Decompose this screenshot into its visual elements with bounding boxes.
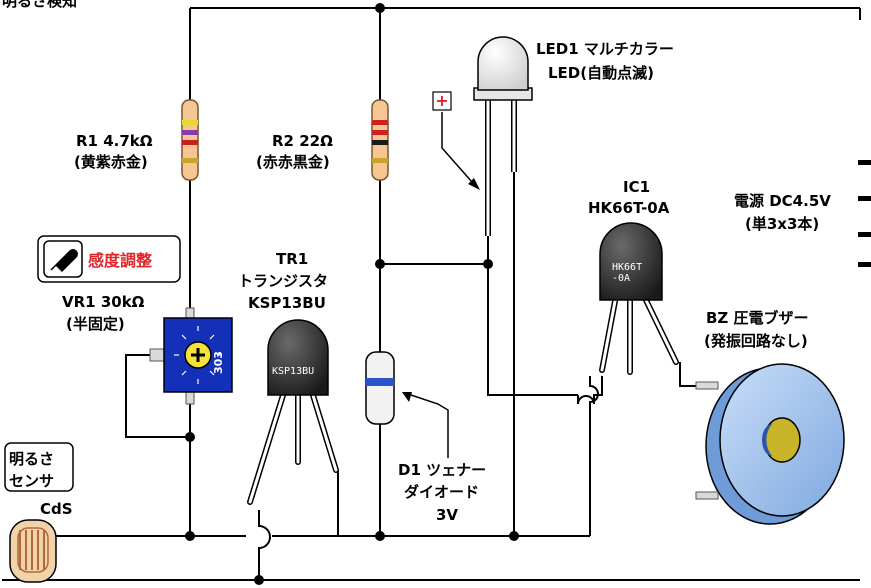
junction-dot — [375, 3, 385, 13]
wire-tr1-base-loop — [258, 510, 271, 580]
header-title: 明るさ検知 — [2, 0, 77, 10]
vr1-badge: 感度調整 — [37, 235, 181, 283]
d1-line3: 3V — [436, 506, 458, 524]
junctions — [185, 3, 519, 585]
led1-line2: LED(自動点滅) — [548, 64, 654, 82]
led-plus-arrowhead — [468, 178, 480, 190]
led-led1 — [473, 36, 533, 236]
led1-line1: LED1 マルチカラー — [536, 40, 674, 58]
ic1-marking-1: HK66T — [612, 262, 642, 273]
bz-line2: (発振回路なし) — [704, 332, 808, 350]
r2-band-1 — [372, 120, 388, 125]
bz-line1: BZ 圧電ブザー — [706, 309, 809, 327]
battery-icon — [858, 160, 871, 267]
d1-line1: D1 ツェナー — [398, 461, 486, 479]
tr1-ref: TR1 — [276, 250, 308, 268]
ic1-ref: IC1 — [623, 178, 650, 196]
vr1-trimmer: 303 — [149, 307, 233, 405]
junction-dot — [185, 531, 195, 541]
r2-band-2 — [372, 130, 388, 135]
cds-badge-line2: センサ — [9, 472, 54, 490]
d1-pointer — [407, 393, 449, 458]
r1-band-4 — [182, 158, 198, 163]
resistor-r1 — [181, 99, 199, 181]
zener-diode-d1 — [365, 351, 395, 425]
r1-band-2 — [182, 130, 198, 135]
r2-bands: (赤赤黒金) — [256, 153, 330, 171]
wire-ic-out — [577, 376, 603, 405]
cds-badge-line1: 明るさ — [9, 450, 54, 468]
cds-photoresistor — [9, 519, 57, 583]
tr1-type: トランジスタ — [238, 272, 328, 290]
d1-band — [366, 378, 394, 386]
screwdriver-icon-shape — [50, 249, 78, 273]
junction-dot — [483, 259, 493, 269]
r1-label: R1 4.7kΩ — [76, 132, 153, 150]
ic1-marking-2: -0A — [612, 273, 630, 284]
power-line2: (単3x3本) — [745, 215, 819, 233]
led-plus-pointer — [441, 112, 473, 183]
vr1-note: (半固定) — [66, 315, 125, 333]
junction-dot — [254, 575, 264, 585]
vr1-label: VR1 30kΩ — [62, 293, 145, 311]
r1-band-1 — [182, 120, 198, 125]
ic1-part: HK66T-0A — [588, 199, 670, 217]
r2-label: R2 22Ω — [272, 132, 333, 150]
vr1-badge-label: 感度調整 — [88, 251, 152, 270]
junction-dot — [375, 531, 385, 541]
wire-led-anode — [487, 236, 578, 396]
resistor-r2 — [371, 99, 389, 181]
r1-bands: (黄紫赤金) — [74, 153, 148, 171]
cds-label: CdS — [40, 500, 73, 518]
led-plus-box — [432, 91, 452, 111]
d1-line2: ダイオード — [404, 483, 479, 501]
power-line1: 電源 DC4.5V — [734, 192, 831, 210]
transistor-tr1: KSP13BU — [247, 319, 339, 505]
tr1-marking: KSP13BU — [272, 366, 314, 377]
ic-ic1: HK66T -0A — [599, 222, 679, 375]
junction-dot — [185, 432, 195, 442]
r2-band-3 — [372, 140, 388, 145]
wire-vr1-wiper — [125, 354, 190, 438]
junction-dot — [375, 259, 385, 269]
r1-band-3 — [182, 140, 198, 145]
vr1-marking: 303 — [212, 351, 225, 374]
junction-dot — [509, 531, 519, 541]
wires — [2, 7, 861, 581]
d1-pointer-arrowhead — [402, 392, 412, 402]
cds-badge: 明るさ センサ — [4, 442, 74, 492]
wire-bottom-rail — [55, 376, 599, 537]
piezo-buzzer-bz — [695, 363, 845, 525]
tr1-part: KSP13BU — [248, 294, 326, 312]
led-plus-sign: + — [435, 91, 448, 110]
r2-band-4 — [372, 158, 388, 163]
